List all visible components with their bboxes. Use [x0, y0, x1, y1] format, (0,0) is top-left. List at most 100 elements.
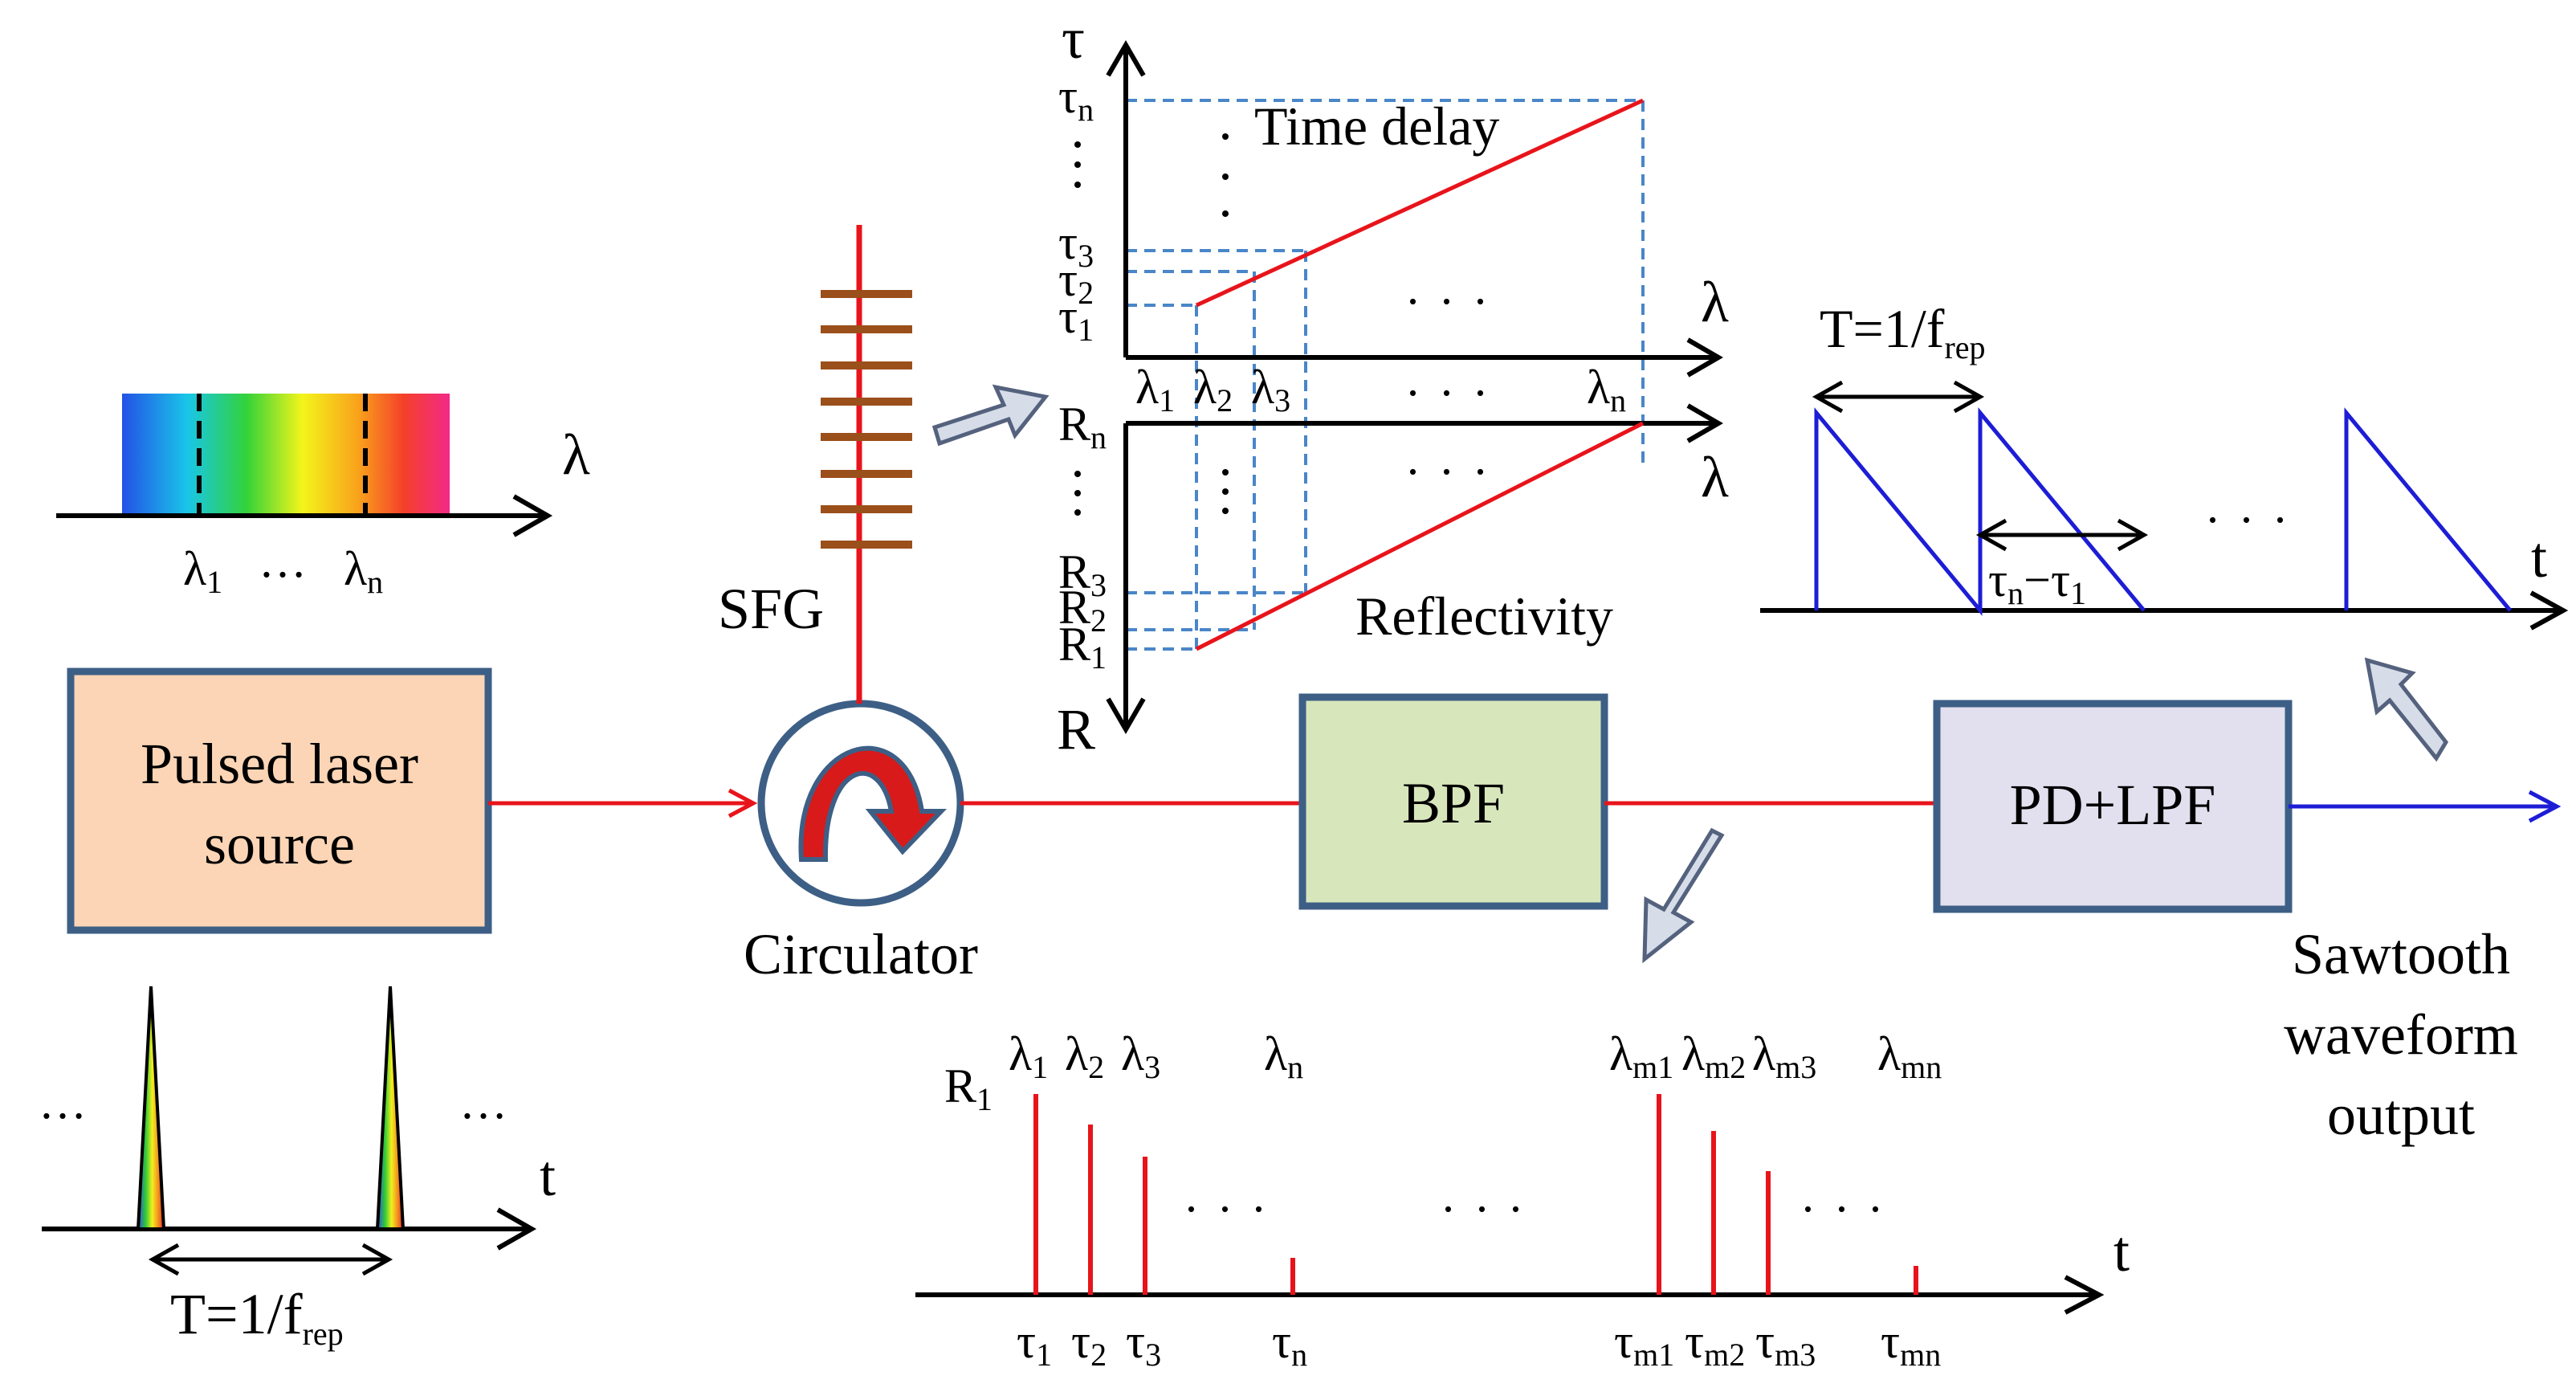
- time-delay-curve: [1195, 98, 1645, 308]
- pulse-lambda-m3: λm3: [1752, 1027, 1816, 1085]
- pulse-2: [375, 986, 406, 1231]
- pulse-lambda-2: λ2: [1065, 1027, 1104, 1085]
- plot-lambda-1: λ1: [1135, 361, 1175, 418]
- pulses-r1-label: R1: [944, 1059, 992, 1117]
- plot-axis-ellipsis: . . .: [1407, 353, 1491, 406]
- spectrum-ellipsis: …: [259, 534, 307, 587]
- tau-2-label: τ2: [1058, 253, 1094, 311]
- sawtooth-period-left-icon: [1812, 380, 1844, 414]
- sawtooth-fall-left-icon: [1975, 518, 2007, 552]
- sawtooth-fall-label: τn−τ1: [1988, 553, 2086, 611]
- sfg-to-plot-arrow-icon: [931, 384, 1050, 447]
- lambda-axis-lower-label: λ: [1701, 445, 1729, 509]
- bpf-to-pulses-arrow-icon: [1642, 827, 1725, 964]
- pulse-train-left-ellipsis: …: [39, 1076, 87, 1129]
- bpf-box: [1298, 693, 1608, 910]
- pulse-tau-m2: τm2: [1685, 1315, 1745, 1373]
- pulse-tau-m1: τm1: [1614, 1315, 1674, 1373]
- pulse-tau-m3: τm3: [1755, 1315, 1816, 1373]
- pulse-lambda-1: λ1: [1009, 1027, 1048, 1085]
- sfg-label: SFG: [718, 577, 824, 641]
- pulse-lambda-mn: λmn: [1877, 1027, 1942, 1085]
- spectrum-axis-arrow-icon: [512, 494, 553, 537]
- lambda-axis-upper-label: λ: [1701, 270, 1729, 334]
- pulse-period-arrow-left-icon: [148, 1243, 180, 1276]
- r-2-label: R2: [1058, 581, 1107, 639]
- circulator: [757, 700, 964, 907]
- r-n-label: Rn: [1058, 398, 1107, 455]
- pulse-train-t-label: t: [540, 1144, 556, 1208]
- pulsed-laser-label-line2: source: [204, 812, 355, 876]
- pd-lpf-label: PD+LPF: [2010, 773, 2216, 837]
- plot-upper-ellipsis: . . .: [1407, 261, 1491, 314]
- pulse-tau-n: τn: [1272, 1315, 1307, 1373]
- pulse-lambda-3: λ3: [1121, 1027, 1160, 1085]
- sawtooth-period-label: T=1/frep: [1820, 298, 1986, 365]
- r-1-label: R1: [1058, 618, 1107, 676]
- sawtooth-wave: [1814, 407, 2146, 616]
- plot-lambda-n: λn: [1587, 361, 1626, 418]
- r-axis-arrow-icon: [1106, 697, 1146, 734]
- plot-lambda-3: λ3: [1251, 361, 1290, 418]
- sawtooth-t-label: t: [2531, 525, 2547, 590]
- delay-reflectivity-plot: τ λ λ R Time delay Reflectivity τn τ3 τ2…: [1057, 6, 1729, 761]
- sawtooth-label-line3: output: [2327, 1083, 2475, 1147]
- plot-lambda-2: λ2: [1193, 361, 1233, 418]
- bpf-label: BPF: [1402, 771, 1505, 835]
- circulator-label: Circulator: [744, 922, 978, 986]
- r-axis-label: R: [1057, 697, 1095, 761]
- reflectivity-label: Reflectivity: [1355, 586, 1613, 647]
- pulse-lambda-m2: λm2: [1681, 1027, 1746, 1085]
- pulse-tau-2: τ2: [1071, 1315, 1107, 1373]
- pulse-period-arrow-right-icon: [361, 1243, 393, 1276]
- plot-vertical-dots: [1074, 133, 1229, 516]
- sawtooth-axis-arrow-icon: [2529, 590, 2569, 631]
- pulses-ellipsis-2: . . .: [1442, 1169, 1526, 1222]
- lambda-axis-upper-arrow-icon: [1686, 337, 1723, 378]
- sawtooth-plot: t . . . T=1/frep τn−τ1: [1760, 298, 2569, 631]
- pulses-t-label: t: [2113, 1219, 2130, 1284]
- pulse-tau-mn: τmn: [1881, 1315, 1941, 1373]
- pulse-lambda-n: λn: [1264, 1027, 1303, 1085]
- pulse-period-label: T=1/frep: [170, 1282, 344, 1352]
- input-spectrum: λ λ1 … λn: [56, 394, 590, 600]
- sawtooth-label-line1: Sawtooth: [2292, 922, 2510, 986]
- tau-1-label: τ1: [1058, 290, 1094, 348]
- lambda-axis-lower-arrow-icon: [1686, 403, 1723, 443]
- pulses-ellipsis-1: . . .: [1185, 1169, 1270, 1222]
- pulsed-laser-source-box: [67, 667, 492, 934]
- time-delay-label: Time delay: [1254, 96, 1499, 157]
- pulses-axis-arrow-icon: [2064, 1275, 2105, 1315]
- reflectivity-curve: [1195, 421, 1645, 651]
- r-3-label: R3: [1058, 545, 1107, 603]
- plot-lower-ellipsis: . . .: [1407, 431, 1491, 484]
- circulator-arrow-icon: [798, 745, 948, 862]
- sfg-grating: [821, 290, 912, 549]
- spectrum-bar: [122, 394, 450, 514]
- sawtooth-ellipsis: . . .: [2207, 480, 2291, 533]
- sawtooth-wave-last: [2344, 407, 2512, 612]
- output-arrow-icon: [2528, 790, 2562, 823]
- pulses-ellipsis-3: . . .: [1802, 1169, 1886, 1222]
- tau-axis-arrow-icon: [1106, 40, 1146, 77]
- pulse-train: t … … T=1/frep: [39, 986, 556, 1352]
- tau-axis-label: τ: [1062, 6, 1085, 71]
- spectrum-axis-label: λ: [562, 422, 590, 487]
- pulse-train-axis-arrow-icon: [496, 1207, 537, 1251]
- reflected-pulses-plot: t R1 λ1 λ2 λ3 λn λm1 λm2 λm3 λmn τ1 τ2 τ…: [915, 1027, 2130, 1373]
- pulse-1: [136, 986, 166, 1231]
- pulse-lambda-m1: λm1: [1609, 1027, 1673, 1085]
- sawtooth-fall-right-icon: [2117, 518, 2149, 552]
- spectrum-lambdan: λn: [344, 542, 383, 600]
- pd-to-sawtooth-arrow-icon: [2364, 657, 2449, 762]
- spectrum-lambda1: λ1: [183, 542, 222, 600]
- laser-to-circulator-arrow-icon: [728, 788, 758, 818]
- pulse-train-right-ellipsis: …: [459, 1076, 507, 1129]
- pulsed-laser-label-line1: Pulsed laser: [141, 732, 418, 796]
- tau-n-label: τn: [1058, 70, 1094, 128]
- sawtooth-period-right-icon: [1953, 380, 1985, 414]
- tau-3-label: τ3: [1058, 216, 1094, 274]
- pulse-tau-1: τ1: [1017, 1315, 1052, 1373]
